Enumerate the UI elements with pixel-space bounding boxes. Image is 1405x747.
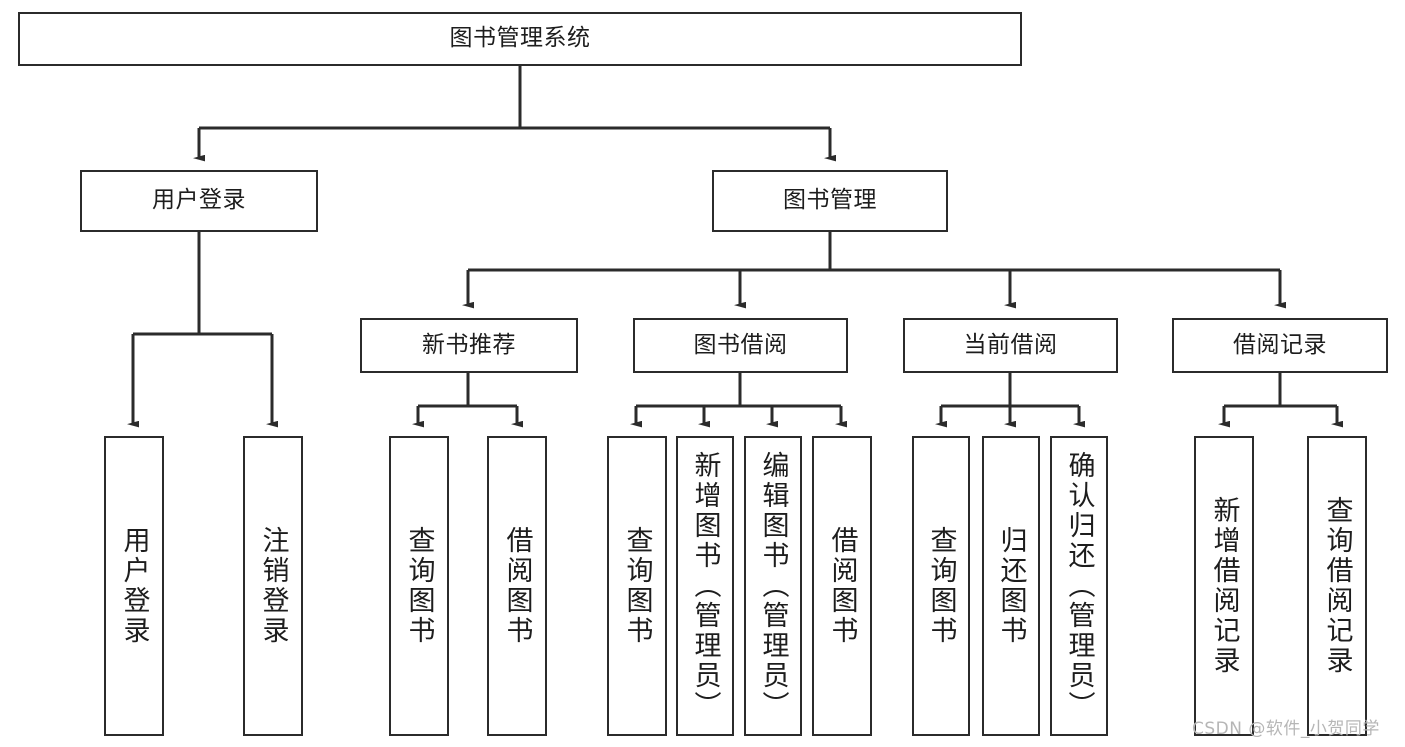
node-current-borrow[interactable]: 当前借阅 [903,318,1118,373]
leaf-query-book-borrow[interactable]: 查询图书 [607,436,667,736]
node-root-book-management-system[interactable]: 图书管理系统 [18,12,1022,66]
node-label: 编辑图书（管理员） [757,451,789,721]
leaf-query-borrow-record[interactable]: 查询借阅记录 [1307,436,1367,736]
leaf-query-book-current[interactable]: 查询图书 [912,436,970,736]
leaf-borrow-book-new-recommend[interactable]: 借阅图书 [487,436,547,736]
node-label: 当前借阅 [963,331,1058,358]
leaf-query-book-new-recommend[interactable]: 查询图书 [389,436,449,736]
node-label: 确认归还（管理员） [1063,451,1095,721]
node-label: 用户登录 [118,526,150,646]
leaf-return-book[interactable]: 归还图书 [982,436,1040,736]
node-book-borrow[interactable]: 图书借阅 [633,318,848,373]
node-label: 借阅记录 [1233,331,1327,358]
node-new-book-recommend[interactable]: 新书推荐 [360,318,578,373]
node-label: 新增图书（管理员） [689,451,721,721]
node-borrow-record[interactable]: 借阅记录 [1172,318,1388,373]
leaf-confirm-return-admin[interactable]: 确认归还（管理员） [1050,436,1108,736]
node-label: 用户登录 [152,187,246,214]
node-label: 归还图书 [995,526,1027,646]
node-user-login[interactable]: 用户登录 [80,170,318,232]
node-label: 图书借阅 [693,331,788,358]
node-label: 借阅图书 [826,526,858,646]
node-label: 注销登录 [257,526,289,646]
node-label: 查询借阅记录 [1321,496,1353,676]
node-label: 查询图书 [621,526,653,646]
node-label: 查询图书 [403,526,435,646]
node-label: 借阅图书 [501,526,533,646]
node-label: 查询图书 [925,526,957,646]
leaf-user-login[interactable]: 用户登录 [104,436,164,736]
node-label: 新增借阅记录 [1208,496,1240,676]
leaf-add-borrow-record[interactable]: 新增借阅记录 [1194,436,1254,736]
node-book-management[interactable]: 图书管理 [712,170,948,232]
node-label: 新书推荐 [422,331,516,358]
leaf-borrow-book[interactable]: 借阅图书 [812,436,872,736]
leaf-edit-book-admin[interactable]: 编辑图书（管理员） [744,436,802,736]
leaf-add-book-admin[interactable]: 新增图书（管理员） [676,436,734,736]
node-label: 图书管理系统 [449,25,591,52]
node-label: 图书管理 [783,187,877,214]
leaf-logout[interactable]: 注销登录 [243,436,303,736]
